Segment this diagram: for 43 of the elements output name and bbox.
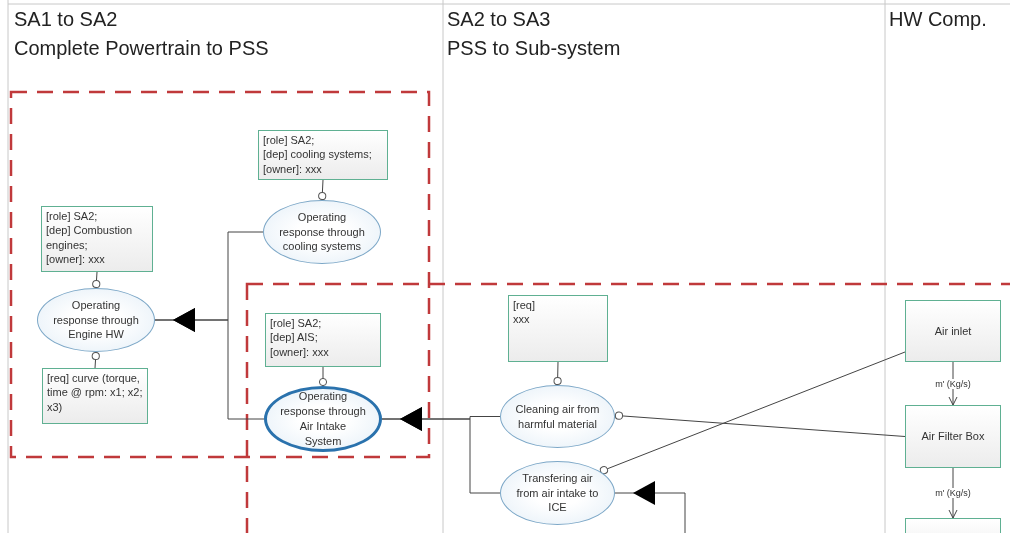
node-text: [role] SA2; <box>46 209 98 224</box>
connector-line <box>91 351 100 369</box>
node-text: Transfering air from air intake to ICE <box>515 470 600 516</box>
note-box <box>265 313 381 367</box>
note-box <box>508 295 608 362</box>
node-text: [req] curve (torque, time @ rpm: x1; x2; x3) <box>47 371 143 414</box>
node-text: [dep] Combustion engines; <box>46 223 134 252</box>
node-text: [owner]: xxx <box>270 344 329 359</box>
node-text: Air inlet <box>934 323 972 339</box>
node-text: Cleaning air from harmful material <box>514 401 601 432</box>
node-text: Operating response through Engine HW <box>52 297 140 343</box>
node-text: xxx <box>513 312 530 327</box>
note-box <box>41 206 153 272</box>
node-text: [role] SA2; <box>270 316 322 331</box>
node-text: [owner]: xxx <box>263 161 322 176</box>
column-heading: SA1 to SA2 <box>14 8 118 31</box>
column-heading: SA2 to SA3 <box>447 8 551 31</box>
connector-line <box>599 351 906 475</box>
connector-line <box>614 411 906 437</box>
edge-label: m' (Kg/s) <box>933 488 973 498</box>
column-heading: PSS to Sub-system <box>447 37 621 60</box>
arrow <box>614 481 686 533</box>
arrow <box>381 407 501 494</box>
node-text: [owner]: xxx <box>46 251 105 267</box>
arrow <box>154 308 265 420</box>
connector-line <box>318 179 327 201</box>
node-text: [req] <box>513 298 535 313</box>
note-box <box>258 130 388 180</box>
node-text: [dep] AIS; <box>270 330 318 345</box>
note-box <box>42 368 148 424</box>
node-text: Operating response through Air Intake System <box>280 389 366 449</box>
node-text: [dep] cooling systems; <box>263 147 372 162</box>
column-heading: HW Comp. <box>889 8 987 31</box>
node-text: Operating response through cooling systems <box>278 209 366 255</box>
node-text: Air Filter Box <box>921 429 985 444</box>
component-box <box>905 300 1001 362</box>
connector-line <box>92 271 101 289</box>
column-heading: Complete Powertrain to PSS <box>14 37 269 60</box>
node-text: [role] SA2; <box>263 133 315 148</box>
connector-line <box>318 366 328 387</box>
component-box <box>905 405 1001 468</box>
edge-label: m' (Kg/s) <box>933 378 973 389</box>
connector-line <box>553 361 562 386</box>
